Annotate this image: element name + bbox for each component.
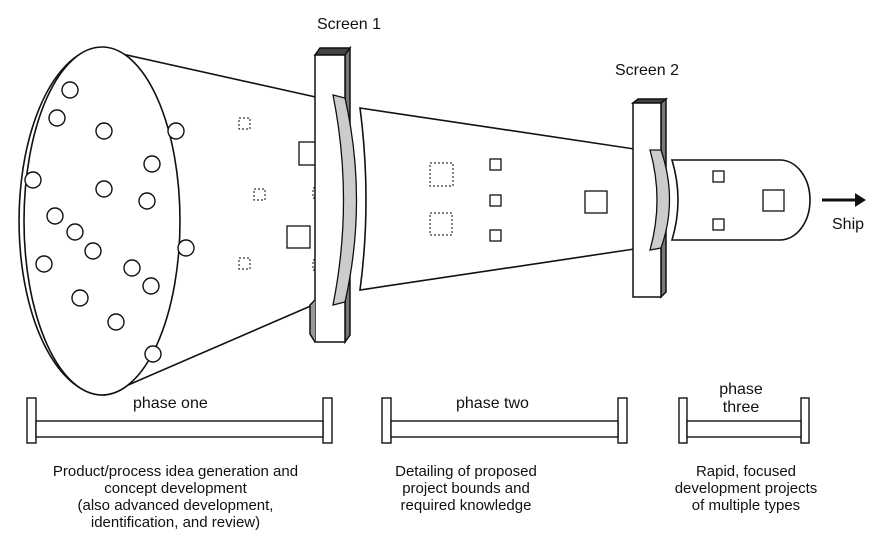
phase-three-label-line: phase (717, 381, 765, 399)
idea-circle (168, 123, 184, 139)
screen-1-label: Screen 1 (317, 16, 381, 34)
idea-circle (143, 278, 159, 294)
phase-one-label: phase one (129, 395, 212, 413)
phase-three-label-line: three (717, 399, 765, 417)
funnel-mouth (24, 47, 180, 395)
idea-circle (124, 260, 140, 276)
idea-circle (72, 290, 88, 306)
phase-three-label: phase three (713, 381, 769, 417)
idea-circle (62, 82, 78, 98)
idea-circle (96, 181, 112, 197)
description-line: Product/process idea generation and (0, 463, 351, 480)
ship-label: Ship (832, 216, 864, 234)
description-line: Rapid, focused (661, 463, 831, 480)
screen-2-label: Screen 2 (615, 62, 679, 80)
idea-circle (47, 208, 63, 224)
ship-arrow (822, 193, 866, 207)
idea-circle (144, 156, 160, 172)
description-line: of multiple types (661, 497, 831, 514)
description-line: project bounds and (366, 480, 566, 497)
idea-circle (96, 123, 112, 139)
description-line: Detailing of proposed (366, 463, 566, 480)
description-line: identification, and review) (0, 514, 351, 531)
tube-phase-three (672, 160, 810, 240)
idea-circle (25, 172, 41, 188)
description-line: development projects (661, 480, 831, 497)
description-line: (also advanced development, (0, 497, 351, 514)
idea-circle (67, 224, 83, 240)
description-line: required knowledge (366, 497, 566, 514)
description-line: concept development (0, 480, 351, 497)
idea-circle (139, 193, 155, 209)
idea-circle (178, 240, 194, 256)
phase-three-description: Rapid, focused development projects of m… (661, 463, 831, 514)
idea-circle (108, 314, 124, 330)
phase-two-label: phase two (452, 395, 533, 413)
idea-circle (36, 256, 52, 272)
phase-two-description: Detailing of proposed project bounds and… (366, 463, 566, 514)
idea-circle (145, 346, 161, 362)
phase-one-description: Product/process idea generation and conc… (0, 463, 351, 531)
idea-circle (49, 110, 65, 126)
idea-circle (85, 243, 101, 259)
